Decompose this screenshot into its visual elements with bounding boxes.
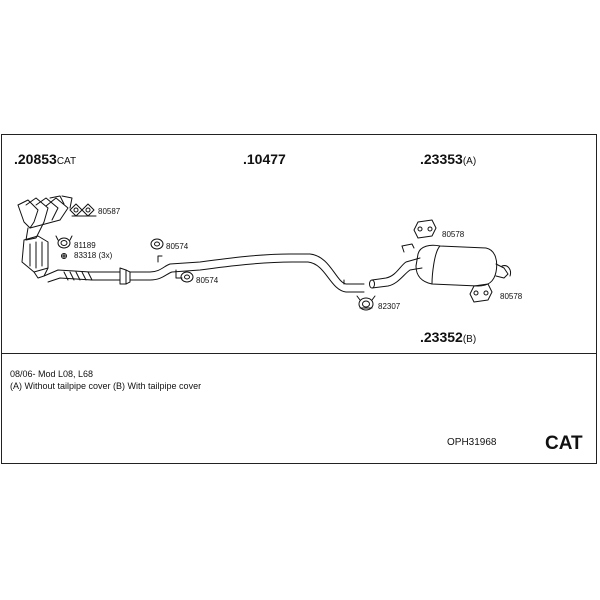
manifold-part-label: .20853CAT [14, 152, 76, 168]
clamp-mid-label: 82307 [378, 302, 401, 311]
rear-silencer-b-label: .23352(B) [420, 330, 476, 346]
diagram-frame [1, 134, 597, 464]
bolt-set-drawing [61, 253, 67, 259]
model-note: 08/06- Mod L08, L68 [10, 369, 94, 379]
clamp-ring-label: 81189 [74, 241, 96, 250]
hanger-1-label: 80574 [166, 242, 189, 251]
hanger-2-drawing [180, 271, 194, 283]
middle-pipe-drawing [129, 253, 365, 293]
diagram-code: OPH31968 [447, 437, 497, 448]
front-pipe-drawing [43, 267, 131, 285]
middle-pipe-part-number: .10477 [243, 151, 286, 167]
hanger-rear-bottom-label: 80578 [500, 292, 523, 301]
rear-silencer-b-suffix: (B) [462, 334, 477, 345]
middle-pipe-part-label: .10477 [243, 152, 286, 168]
tailpipe-note: (A) Without tailpipe cover (B) With tail… [10, 381, 202, 391]
clamp-ring-drawing [55, 235, 73, 249]
hanger-2-label: 80574 [196, 276, 219, 285]
clamp-mid-drawing [356, 295, 376, 311]
notes-divider [1, 353, 597, 354]
rear-silencer-a-suffix: (A) [462, 156, 477, 167]
hanger-rear-top-drawing [413, 219, 437, 239]
hanger-1-drawing [150, 238, 164, 250]
hanger-rear-bottom-drawing [469, 283, 493, 303]
bolt-set-label: 83318 (3x) [74, 251, 113, 260]
gasket-set-label: 80587 [98, 207, 121, 216]
manifold-catalyst-drawing [17, 195, 73, 279]
rear-silencer-drawing [369, 243, 511, 289]
rear-silencer-a-number: .23353 [420, 151, 463, 167]
rear-silencer-b-number: .23352 [420, 329, 463, 345]
rear-silencer-a-label: .23353(A) [420, 152, 476, 168]
manifold-part-number: .20853 [14, 151, 57, 167]
brand-mark: CAT [545, 433, 583, 454]
manifold-part-suffix: CAT [56, 156, 77, 167]
hanger-rear-top-label: 80578 [442, 230, 465, 239]
gasket-set-drawing [69, 203, 97, 217]
